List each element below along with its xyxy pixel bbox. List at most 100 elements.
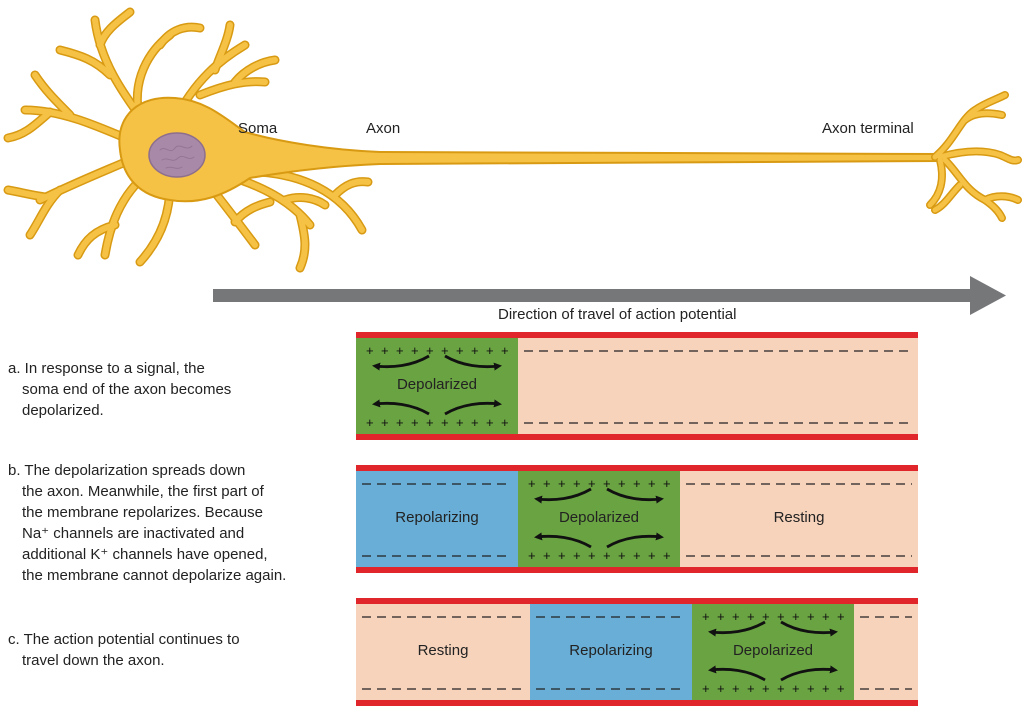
zone-label-repolarizing: Repolarizing [569,642,653,659]
plus-charge: + [822,681,830,696]
plus-charge: + [558,476,566,491]
plus-charge: + [501,343,509,358]
current-arrow [372,354,430,371]
plus-charge: + [702,681,710,696]
plus-charge: + [471,415,479,430]
plus-charge: + [702,609,710,624]
caption-line: travel down the axon. [22,652,165,669]
plus-charge: + [543,548,551,563]
current-arrow [444,354,502,371]
zone-depolarized: ++++++++++++++++++++ [518,471,680,567]
panel-a: ++++++++++++++++++++ [356,332,918,440]
plus-charge: + [366,343,374,358]
plus-charge: + [618,548,626,563]
caption-line: c. The action potential continues to [8,631,240,648]
plus-charge: + [441,343,449,358]
zone-resting [356,604,530,700]
plus-charge: + [792,681,800,696]
zone-label-depolarized: Depolarized [558,509,640,526]
zone-label-resting: Resting [773,509,825,526]
neuron-illustration [3,7,1022,273]
caption-line: additional K⁺ channels have opened, [22,546,268,563]
panel-c: ++++++++++++++++++++ [356,598,918,706]
plus-charge: + [663,548,671,563]
zone-depolarized: ++++++++++++++++++++ [356,338,518,434]
plus-charge: + [717,681,725,696]
membrane-top [356,332,918,338]
plus-charge: + [543,476,551,491]
plus-charge: + [822,609,830,624]
zone-repolarizing [356,471,518,567]
plus-charge: + [588,548,596,563]
current-arrow [780,665,838,682]
caption-a: a. In response to a signal, the soma end … [8,358,231,421]
current-arrow [372,399,430,416]
caption-line: the membrane cannot depolarize again. [22,567,287,584]
plus-charge: + [456,415,464,430]
plus-charge: + [396,343,404,358]
caption-line: Na⁺ channels are inactivated and [22,525,245,542]
plus-charge: + [603,476,611,491]
plus-charge: + [663,476,671,491]
axon-label: Axon [366,120,401,137]
plus-charge: + [441,415,449,430]
membrane-bottom [356,434,918,440]
nucleus [148,132,206,178]
current-arrow [606,487,664,504]
caption-line: a. In response to a signal, the [8,360,205,377]
plus-charge: + [747,681,755,696]
caption-line: the axon. Meanwhile, the first part of [22,483,264,500]
direction-arrow [213,276,1006,315]
caption-b: b. The depolarization spreads down the ax… [8,460,286,586]
caption-line: depolarized. [22,402,104,419]
plus-charge: + [501,415,509,430]
zone-depolarized: ++++++++++++++++++++ [692,604,854,700]
zone-label-depolarized: Depolarized [732,642,814,659]
plus-charge: + [486,343,494,358]
plus-charge: + [618,476,626,491]
plus-charge: + [573,476,581,491]
plus-charge: + [456,343,464,358]
caption-line: b. The depolarization spreads down [8,462,246,479]
membrane-bottom [356,700,918,706]
caption-c: c. The action potential continues to trav… [8,629,240,671]
plus-charge: + [762,609,770,624]
zone-label-depolarized: Depolarized [396,376,478,393]
plus-charge: + [471,343,479,358]
caption-line: soma end of the axon becomes [22,381,232,398]
zone-resting [854,604,918,700]
axon-terminal [926,91,1022,222]
plus-charge: + [762,681,770,696]
plus-charge: + [381,343,389,358]
current-arrow [534,487,592,504]
caption-line: the membrane repolarizes. Because [22,504,263,521]
plus-charge: + [411,415,419,430]
zone-repolarizing [530,604,692,700]
plus-charge: + [807,681,815,696]
zone-resting [518,338,918,434]
nucleus-texture [159,145,195,169]
plus-charge: + [777,681,785,696]
plus-charge: + [558,548,566,563]
plus-charge: + [426,343,434,358]
axon-terminal-label: Axon terminal [822,120,914,137]
plus-charge: + [603,548,611,563]
plus-charge: + [648,476,656,491]
plus-charge: + [747,609,755,624]
plus-charge: + [486,415,494,430]
current-arrow [444,399,502,416]
plus-charge: + [717,609,725,624]
current-arrow [534,532,592,549]
plus-charge: + [573,548,581,563]
plus-charge: + [792,609,800,624]
soma [118,96,941,203]
panel-b: ++++++++++++++++++++ [356,465,918,573]
soma-label: Soma [238,120,278,137]
direction-label: Direction of travel of action potential [498,306,737,323]
plus-charge: + [381,415,389,430]
zone-label-repolarizing: Repolarizing [395,509,479,526]
plus-charge: + [648,548,656,563]
plus-charge: + [528,476,536,491]
zone-label-resting: Resting [417,642,469,659]
plus-charge: + [837,681,845,696]
